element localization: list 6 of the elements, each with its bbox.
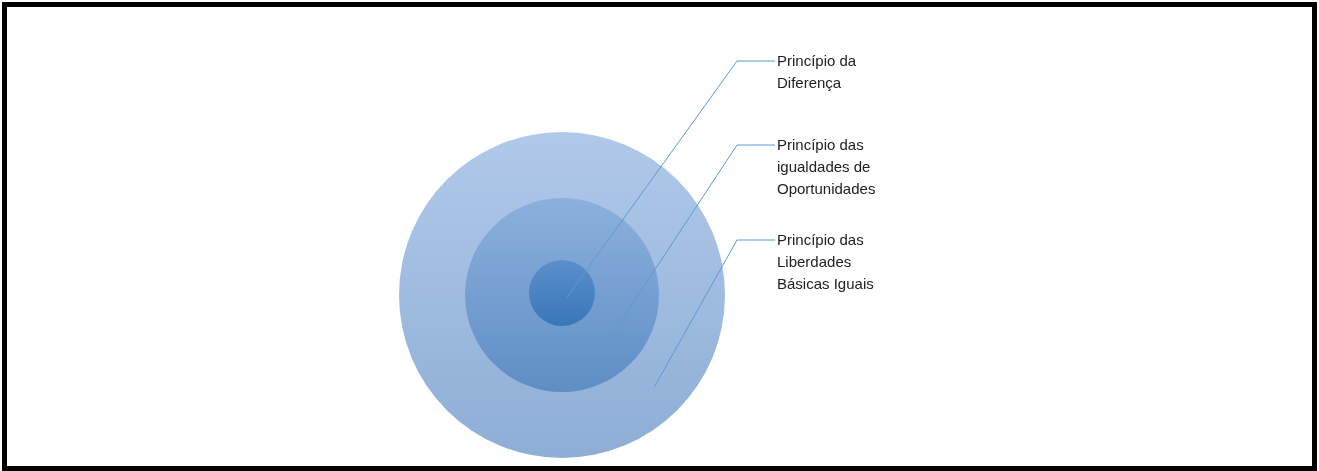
label-text: Princípio da Diferença: [777, 50, 905, 94]
leader-line: [653, 239, 776, 388]
leader-line: [607, 144, 776, 342]
label-text: Princípio das Liberdades Básicas Iguais: [777, 229, 905, 295]
label-text: Princípio das igualdades de Oportunidades: [777, 134, 905, 200]
leader-line: [566, 60, 776, 299]
